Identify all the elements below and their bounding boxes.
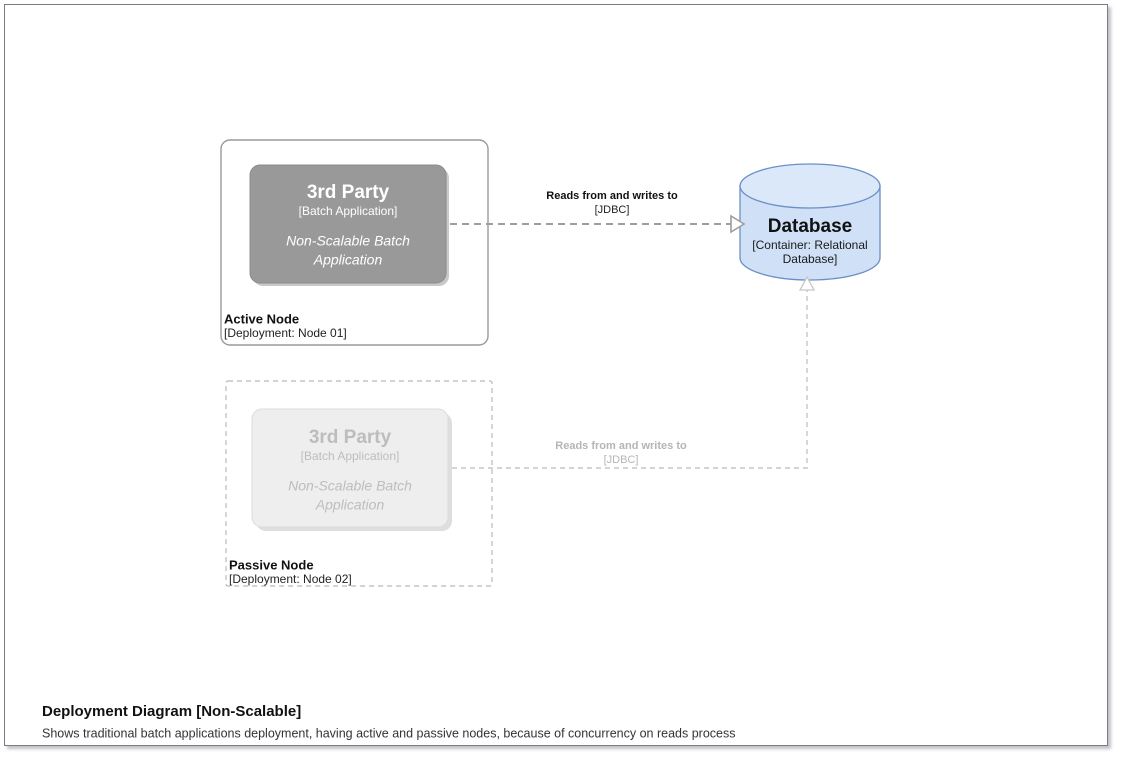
- active-app-description-line2: Application: [313, 252, 383, 268]
- active-node-subtitle: [Deployment: Node 01]: [224, 326, 347, 340]
- caption-description: Shows traditional batch applications dep…: [42, 726, 735, 740]
- caption-title: Deployment Diagram [Non-Scalable]: [42, 703, 301, 720]
- canvas-frame: [4, 4, 1108, 746]
- active-app-type: [Batch Application]: [299, 204, 398, 218]
- passive-node-group[interactable]: 3rd Party [Batch Application] Non-Scalab…: [225, 380, 493, 587]
- active-app-box[interactable]: [249, 164, 447, 284]
- passive-node-subtitle: [Deployment: Node 02]: [229, 572, 352, 586]
- active-app-title: 3rd Party: [307, 182, 390, 203]
- active-node-title: Active Node: [224, 311, 299, 326]
- database-subtitle-line2: Database]: [783, 252, 838, 266]
- passive-app-description-line1: Non-Scalable Batch: [288, 478, 412, 494]
- passive-node-title: Passive Node: [229, 557, 314, 572]
- relationship-active-label: Reads from and writes to: [546, 190, 678, 202]
- relationship-active-to-database[interactable]: Reads from and writes to [JDBC]: [450, 190, 746, 234]
- caption-block: Deployment Diagram [Non-Scalable] Shows …: [42, 703, 735, 740]
- relationship-active-technology: [JDBC]: [595, 204, 630, 216]
- passive-app-type: [Batch Application]: [301, 449, 400, 463]
- passive-app-box[interactable]: [251, 408, 449, 528]
- relationship-passive-line: [452, 290, 808, 469]
- relationship-passive-technology: [JDBC]: [604, 454, 639, 466]
- relationship-passive-label: Reads from and writes to: [555, 440, 687, 452]
- passive-app-title: 3rd Party: [309, 427, 392, 448]
- active-app-description-line1: Non-Scalable Batch: [286, 233, 410, 249]
- relationship-passive-arrowhead: [798, 275, 816, 291]
- database-subtitle-line1: [Container: Relational: [752, 238, 867, 252]
- relationship-passive-to-database[interactable]: Reads from and writes to [JDBC]: [452, 275, 816, 469]
- passive-app-description-line2: Application: [315, 497, 385, 513]
- database-node[interactable]: Database [Container: Relational Database…: [739, 163, 881, 281]
- database-cylinder-body: [739, 185, 881, 281]
- database-cylinder-top: [739, 163, 881, 209]
- active-node-group[interactable]: 3rd Party [Batch Application] Non-Scalab…: [220, 139, 489, 346]
- database-title: Database: [768, 216, 853, 237]
- relationship-active-arrowhead: [730, 214, 746, 234]
